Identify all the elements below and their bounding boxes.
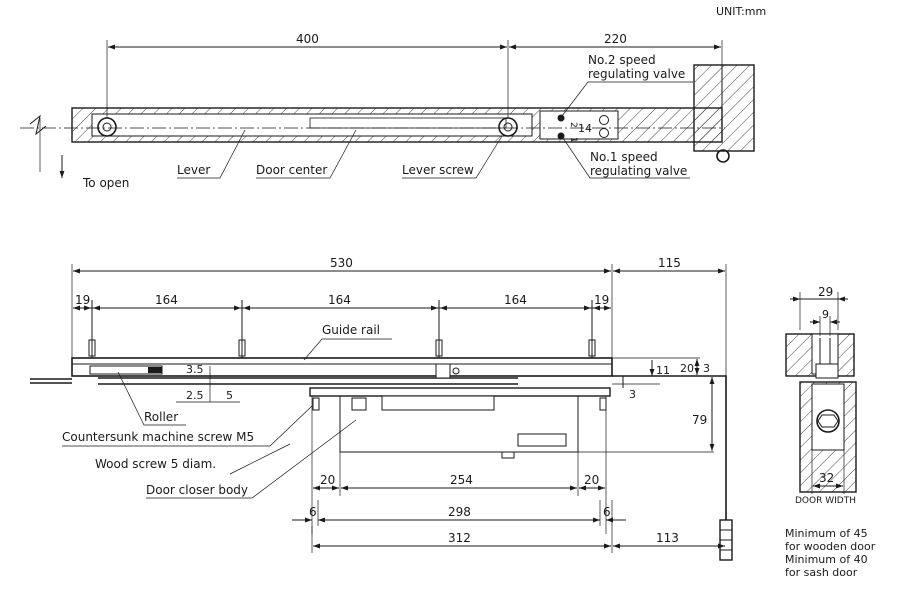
lever-label: Lever	[177, 163, 210, 177]
dim-113: 113	[656, 531, 679, 545]
dim-298: 298	[448, 505, 471, 519]
dim-19-right: 19	[594, 293, 609, 307]
valve-no1-dot	[557, 132, 565, 140]
roller-leader	[117, 371, 186, 426]
no2-leader	[561, 81, 693, 117]
lever-screw-leader	[402, 135, 503, 179]
door-frame-block	[693, 64, 755, 152]
valve-no2-dot	[557, 114, 565, 122]
guide-rail-label: Guide rail	[322, 323, 380, 337]
side-spindle-icon	[816, 409, 840, 433]
guide-rail-body	[71, 357, 613, 377]
dim-164-a: 164	[155, 293, 178, 307]
dim-164-b: 164	[328, 293, 351, 307]
side-carriage	[815, 363, 839, 379]
closer-right-lug	[517, 433, 567, 447]
no1-leader	[562, 137, 690, 179]
dim-6-left: 6	[309, 505, 317, 519]
carriage-screw-icon	[452, 367, 460, 375]
unit-label: UNIT:mm	[716, 5, 766, 18]
valve-screw-lower	[599, 128, 609, 138]
dim-400: 400	[296, 32, 319, 46]
dim-9: 9	[822, 308, 829, 321]
closer-body-outline	[339, 396, 579, 453]
dim-20-side: 20	[680, 362, 694, 375]
dim-11: 11	[656, 364, 670, 377]
dim-312: 312	[448, 531, 471, 545]
door-closer-body-leader	[146, 419, 357, 499]
countersunk-label: Countersunk machine screw M5	[62, 430, 254, 444]
countersunk-leader	[62, 405, 313, 447]
no1-valve-line2: regulating valve	[590, 164, 687, 178]
dim-3-5: 3.5	[186, 363, 204, 376]
lever-screw-label: Lever screw	[402, 163, 474, 177]
dim-6-right: 6	[603, 505, 611, 519]
door-center-leader	[256, 129, 357, 179]
to-open-label: To open	[82, 176, 129, 190]
dim-3-lower: 3	[629, 388, 636, 401]
closer-top-cover	[381, 395, 495, 411]
valve-screw-upper	[599, 115, 609, 125]
dim-19-left: 19	[75, 293, 90, 307]
no2-valve-line2: regulating valve	[588, 67, 685, 81]
note-line4: for sash door	[785, 566, 858, 579]
valve-mark-1: 1	[568, 137, 578, 143]
frame-pivot-icon	[716, 149, 730, 163]
break-mark	[29, 114, 47, 136]
arm-wire	[612, 375, 727, 520]
no2-valve-line1: No.2 speed	[588, 53, 656, 67]
dim-254: 254	[450, 473, 473, 487]
valve-mark-2: 2	[568, 122, 578, 128]
no1-valve-line1: No.1 speed	[590, 150, 658, 164]
front-view: 530 115 19 164 164 164 19 Guide rail	[30, 256, 733, 561]
side-hex-icon	[817, 414, 839, 428]
closer-left-screw	[312, 397, 320, 411]
dim-29: 29	[818, 285, 833, 299]
roller-icon	[148, 367, 162, 373]
note-line1: Minimum of 45	[785, 527, 868, 540]
closer-bottom-tab	[501, 451, 515, 459]
side-view: 29 9 32 DOOR WIDTH Minimum of 45 for woo…	[785, 285, 876, 579]
lever-screw-pivot-inner	[503, 122, 513, 132]
top-view: 2 1 14 400 220 No.2 speed regulating val…	[20, 32, 755, 190]
dim-14-label: 14	[578, 122, 592, 135]
note-line3: Minimum of 40	[785, 553, 868, 566]
closer-mount-plate	[309, 387, 611, 397]
left-pivot-inner	[102, 122, 112, 132]
closer-right-screw	[599, 397, 607, 411]
roller-label: Roller	[144, 410, 178, 424]
dim-3-side: 3	[703, 362, 710, 375]
door-width-label: DOOR WIDTH	[795, 496, 856, 506]
dim-79: 79	[692, 413, 707, 427]
wood-screw-leader	[229, 443, 291, 475]
note-line2: for wooden door	[785, 540, 876, 553]
dim-220: 220	[604, 32, 627, 46]
carriage-block	[435, 363, 451, 379]
guide-rail-leader	[303, 338, 392, 361]
dim-530: 530	[330, 256, 353, 270]
door-center-label: Door center	[256, 163, 327, 177]
dim-20-left: 20	[320, 473, 335, 487]
dim-32: 32	[819, 471, 834, 485]
dim-115: 115	[658, 256, 681, 270]
dim-5: 5	[226, 389, 233, 402]
dim-164-c: 164	[504, 293, 527, 307]
lever-leader	[177, 129, 246, 179]
wood-screw-label: Wood screw 5 diam.	[95, 457, 216, 471]
side-closer-pocket	[811, 383, 845, 451]
door-center-block	[309, 117, 507, 129]
top-screws	[88, 300, 596, 358]
door-closer-body-label: Door closer body	[146, 483, 248, 497]
closer-left-lug	[351, 397, 367, 411]
dim-2-5: 2.5	[186, 389, 204, 402]
dim-20-right: 20	[584, 473, 599, 487]
